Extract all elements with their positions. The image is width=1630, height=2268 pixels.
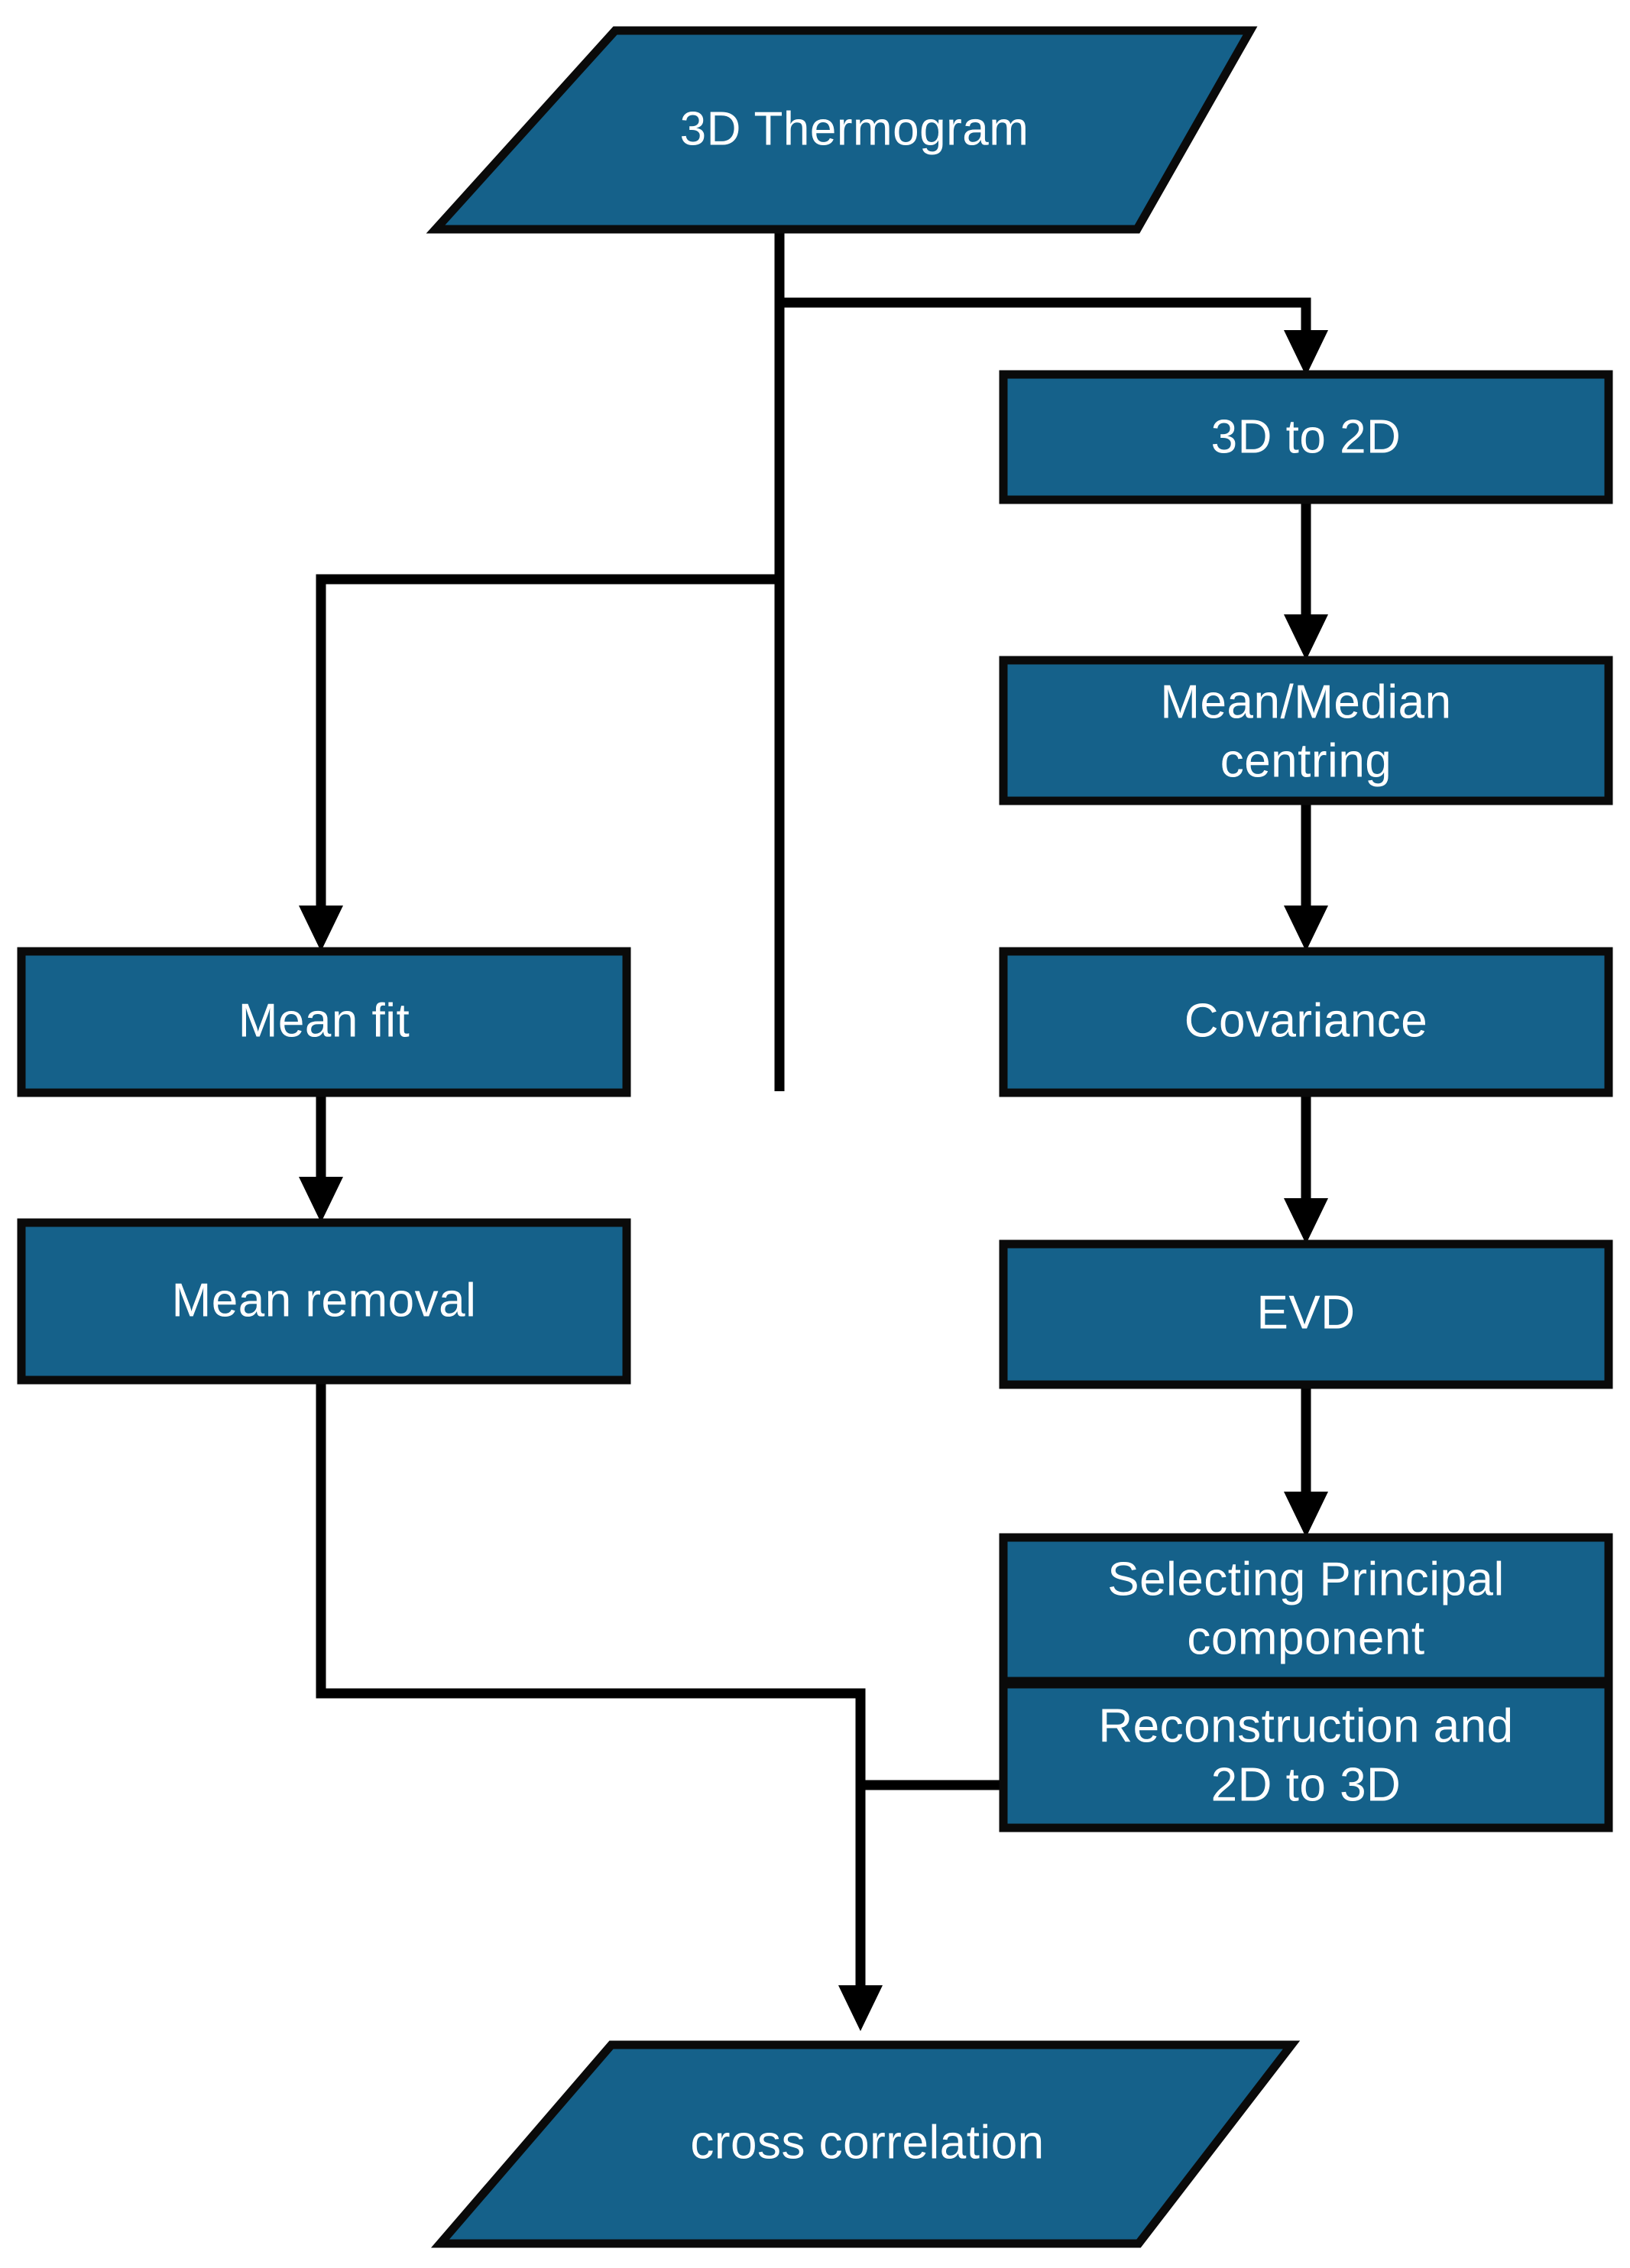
node-mean-fit-label: Mean fit (238, 994, 410, 1047)
arrowhead-thermogram-to-mean-fit (299, 906, 343, 951)
node-evd-label: EVD (1257, 1286, 1356, 1339)
arrowhead-merge-to-cross-correlation (838, 1985, 883, 2031)
node-mean-removal[interactable]: Mean removal (17, 1218, 631, 1385)
node-cross-correlation-shape (431, 2040, 1301, 2248)
node-evd[interactable]: EVD (999, 1239, 1613, 1389)
arrowhead-mean-fit-to-mean-removal (299, 1177, 343, 1223)
node-mean-median-centring-label-line2: centring (1220, 734, 1392, 787)
node-covariance-label: Covariance (1184, 994, 1428, 1047)
node-3d-thermogram[interactable]: 3D Thermogram (426, 26, 1258, 234)
node-selecting-principal-component-label-line2: component (1187, 1612, 1424, 1664)
node-reconstruction-2d-to-3d-label-line1: Reconstruction and (1098, 1699, 1513, 1752)
node-3d-to-2d-shape (999, 370, 1613, 504)
edge-thermogram-to-mean-fit (316, 574, 779, 934)
node-mean-median-centring[interactable]: Mean/Median centring (999, 656, 1613, 805)
node-cross-correlation-label: cross correlation (690, 2116, 1044, 2169)
arrowhead-3d-to-2d-to-centring (1284, 614, 1328, 660)
node-selecting-principal-component[interactable]: Selecting Principal component (999, 1533, 1613, 1686)
node-mean-fit-shape (17, 947, 631, 1097)
edge-mean-removal-to-cross-correlation (316, 1382, 866, 2011)
node-reconstruction-2d-to-3d-label-line2: 2D to 3D (1211, 1758, 1402, 1811)
arrowhead-covariance-to-evd (1284, 1198, 1328, 1244)
node-3d-to-2d[interactable]: 3D to 2D (999, 370, 1613, 504)
node-selecting-principal-component-shape (999, 1533, 1613, 1686)
node-cross-correlation[interactable]: cross correlation (431, 2040, 1301, 2248)
node-mean-fit[interactable]: Mean fit (17, 947, 631, 1097)
node-mean-removal-shape (17, 1218, 631, 1385)
node-reconstruction-2d-to-3d[interactable]: Reconstruction and 2D to 3D (999, 1680, 1613, 1832)
node-3d-thermogram-shape (426, 26, 1258, 234)
node-covariance[interactable]: Covariance (999, 947, 1613, 1097)
node-mean-removal-label: Mean removal (172, 1274, 477, 1327)
node-3d-to-2d-label: 3D to 2D (1211, 410, 1402, 463)
node-mean-median-centring-label-line1: Mean/Median (1160, 676, 1451, 728)
node-selecting-principal-component-label-line1: Selecting Principal (1107, 1553, 1505, 1605)
arrowhead-evd-to-selecting-pc (1284, 1492, 1328, 1537)
edge-thermogram-to-3d-to-2d (779, 297, 1311, 359)
arrowhead-centring-to-covariance (1284, 906, 1328, 951)
node-3d-thermogram-label: 3D Thermogram (680, 102, 1029, 155)
node-reconstruction-2d-to-3d-shape (999, 1680, 1613, 1832)
node-covariance-shape (999, 947, 1613, 1097)
node-evd-shape (999, 1239, 1613, 1389)
arrowhead-thermogram-to-3d-to-2d (1284, 330, 1328, 376)
node-mean-median-centring-shape (999, 656, 1613, 805)
